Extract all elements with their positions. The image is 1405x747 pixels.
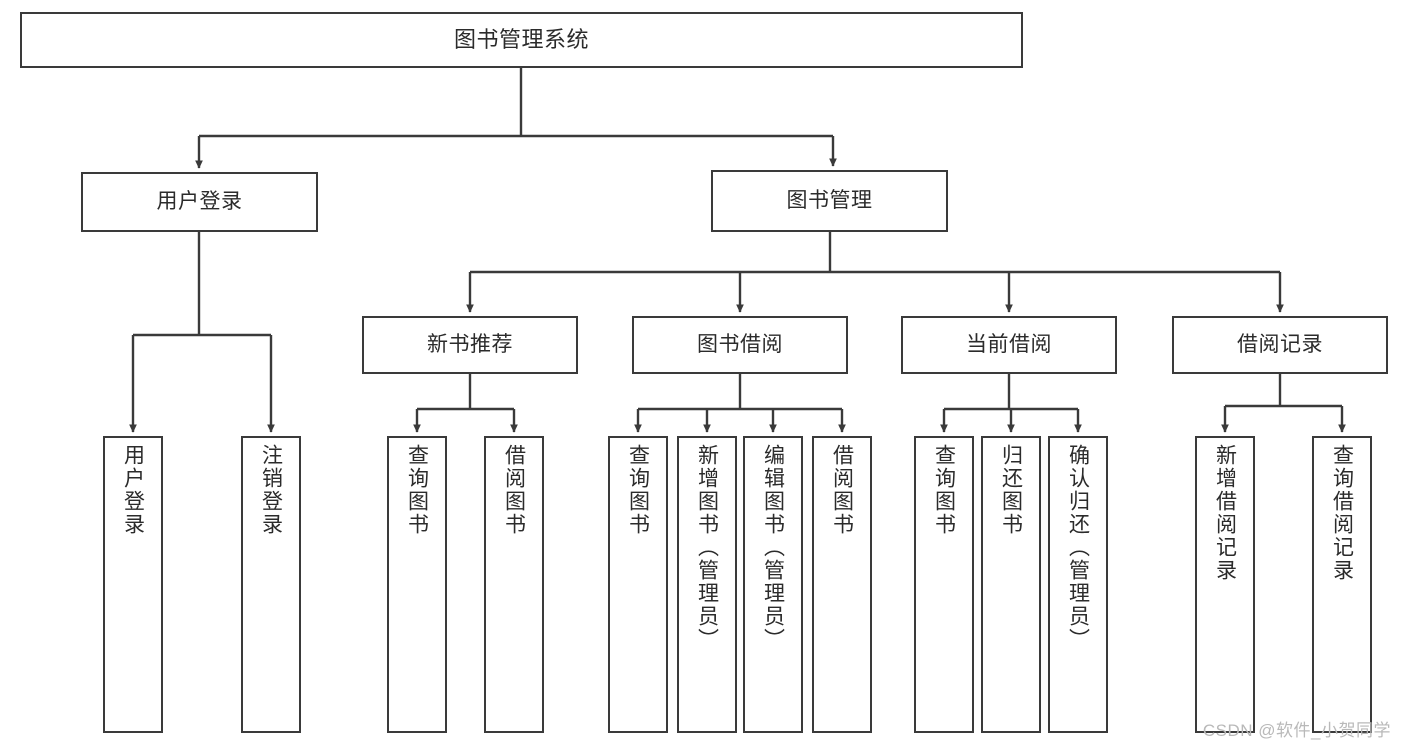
watermark-text: CSDN @软件_小贺同学: [1202, 721, 1391, 740]
node-leaf-confirm-return[interactable]: 确认归还（管理员）: [1048, 436, 1108, 733]
node-label: 借阅图书: [502, 444, 526, 536]
node-book-management-system[interactable]: 图书管理系统: [20, 12, 1023, 68]
node-user-login[interactable]: 用户登录: [81, 172, 318, 232]
node-leaf-add-record[interactable]: 新增借阅记录: [1195, 436, 1255, 733]
node-leaf-add-book[interactable]: 新增图书（管理员）: [677, 436, 737, 733]
node-label: 用户登录: [121, 444, 145, 536]
node-label: 查询借阅记录: [1330, 444, 1354, 582]
node-leaf-query-book-3[interactable]: 查询图书: [914, 436, 974, 733]
node-leaf-edit-book[interactable]: 编辑图书（管理员）: [743, 436, 803, 733]
node-new-book-recommend[interactable]: 新书推荐: [362, 316, 578, 374]
node-leaf-query-book-1[interactable]: 查询图书: [387, 436, 447, 733]
node-label: 编辑图书（管理员）: [761, 444, 785, 651]
node-label: 借阅记录: [1237, 332, 1323, 356]
node-label: 新增图书（管理员）: [695, 444, 719, 651]
node-label: 用户登录: [156, 189, 243, 213]
node-label: 查询图书: [932, 444, 956, 536]
node-label: 当前借阅: [966, 332, 1052, 356]
node-label: 注销登录: [259, 444, 283, 536]
node-borrow-record[interactable]: 借阅记录: [1172, 316, 1388, 374]
node-label: 归还图书: [999, 444, 1023, 536]
node-leaf-return-book[interactable]: 归还图书: [981, 436, 1041, 733]
node-label: 图书管理系统: [453, 27, 589, 53]
node-label: 查询图书: [626, 444, 650, 536]
node-current-borrow[interactable]: 当前借阅: [901, 316, 1117, 374]
node-label: 图书管理: [786, 188, 873, 212]
node-label: 新书推荐: [427, 332, 513, 356]
node-label: 新增借阅记录: [1213, 444, 1237, 582]
node-leaf-borrow-book-1[interactable]: 借阅图书: [484, 436, 544, 733]
node-label: 查询图书: [405, 444, 429, 536]
node-book-borrow[interactable]: 图书借阅: [632, 316, 848, 374]
node-label: 图书借阅: [697, 332, 783, 356]
node-leaf-query-record[interactable]: 查询借阅记录: [1312, 436, 1372, 733]
node-leaf-user-logout[interactable]: 注销登录: [241, 436, 301, 733]
node-leaf-borrow-book-2[interactable]: 借阅图书: [812, 436, 872, 733]
node-leaf-query-book-2[interactable]: 查询图书: [608, 436, 668, 733]
node-label: 借阅图书: [830, 444, 854, 536]
node-book-management[interactable]: 图书管理: [711, 170, 948, 232]
node-leaf-user-login[interactable]: 用户登录: [103, 436, 163, 733]
node-label: 确认归还（管理员）: [1066, 444, 1090, 651]
